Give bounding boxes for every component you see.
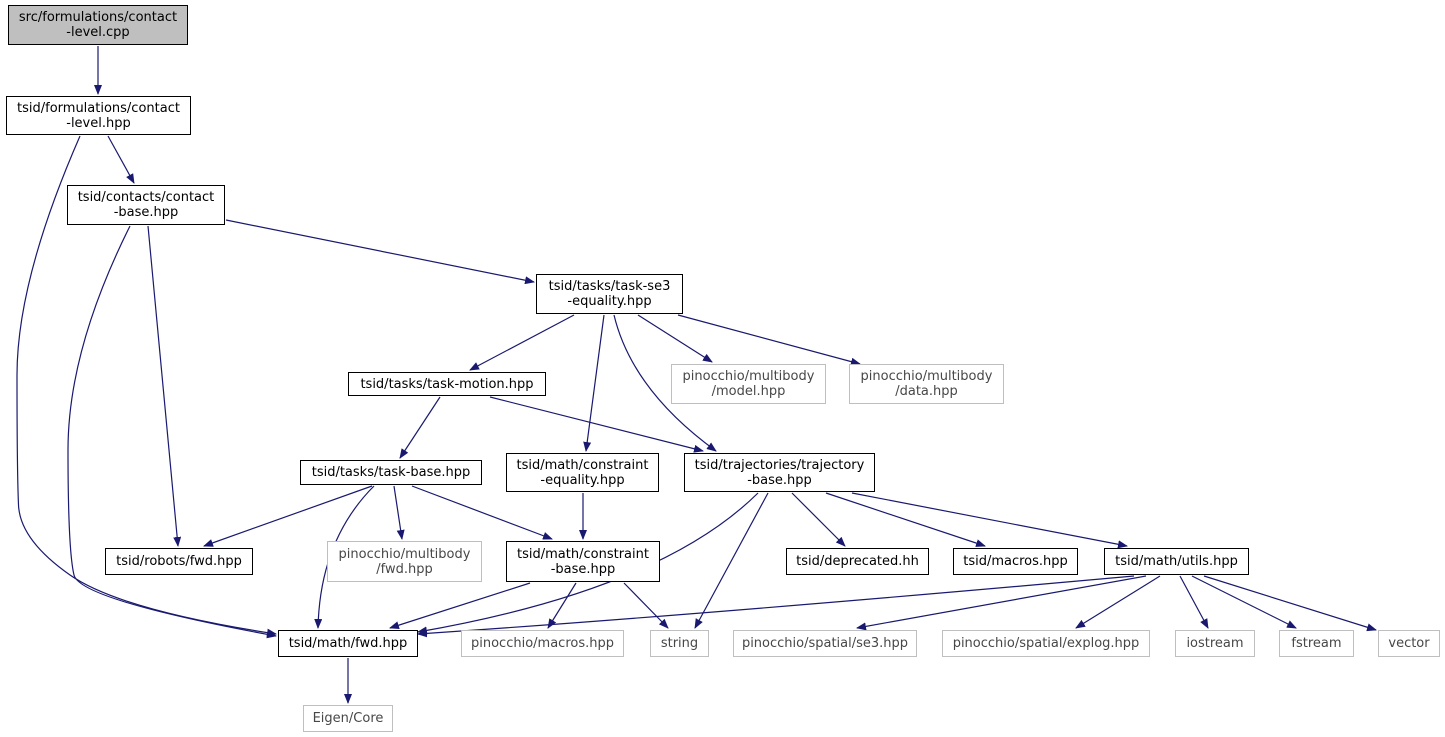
node-label-line: string [660,636,699,651]
node-explog: pinocchio/spatial/explog.hpp [942,630,1150,657]
node-utils[interactable]: tsid/math/utils.hpp [1104,548,1249,575]
node-label-line: -base.hpp [113,205,179,220]
node-label-line: tsid/deprecated.hh [796,554,919,569]
edge-contact_level_hpp-to-math_fwd [16,135,277,637]
node-macros[interactable]: tsid/macros.hpp [953,548,1078,575]
edge-task_se3-to-constraint_eq [583,314,605,452]
edge-task_se3-to-pin_data [677,314,861,366]
node-label-line: tsid/tasks/task-base.hpp [311,465,471,480]
edge-contact_base-to-robots_fwd [147,225,182,547]
node-label-line: vector [1388,636,1430,651]
node-label-line: -equality.hpp [540,472,625,488]
edge-task_motion-to-traj_base [489,396,704,453]
node-label-line: tsid/math/utils.hpp [1115,554,1238,569]
node-label-line: tsid/formulations/contact [17,100,180,116]
node-label-line: -base.hpp [747,472,812,488]
edge-task_motion-to-task_base [399,396,441,459]
edge-task_base-to-robots_fwd [203,485,373,547]
node-pin-macros: pinocchio/macros.hpp [461,630,624,657]
edge-task_base-to-pin_fwd [393,485,405,540]
node-task-motion[interactable]: tsid/tasks/task-motion.hpp [348,372,546,396]
node-constraint-base[interactable]: tsid/math/constraint-base.hpp [506,541,660,582]
node-label-line: tsid/tasks/task-motion.hpp [360,376,534,392]
edge-constraint_base-to-pin_macros [547,582,577,629]
node-task-se3[interactable]: tsid/tasks/task-se3-equality.hpp [536,274,683,314]
node-fstream: fstream [1279,630,1354,657]
node-vector: vector [1378,630,1440,657]
edge-traj_base-to-macros [825,492,986,547]
node-label-line: pinocchio/multibody [682,369,815,384]
node-label-line: /model.hpp [711,384,786,399]
node-pin-fwd: pinocchio/multibody/fwd.hpp [327,541,482,582]
edge-utils-to-explog [1075,575,1161,629]
node-label-line: -base.hpp [550,561,616,577]
edge-task_se3-to-pin_model [637,314,713,363]
edge-utils-to-vector [1203,575,1377,632]
edge-contact_base-to-math_fwd [67,225,277,639]
node-se3: pinocchio/spatial/se3.hpp [733,630,917,657]
node-label-line: tsid/macros.hpp [963,554,1068,569]
node-label-line: tsid/contacts/contact [77,190,215,205]
node-label-line: -equality.hpp [567,294,652,309]
edge-contact_base-to-task_se3 [225,219,535,285]
node-string: string [650,630,709,657]
node-label-line: tsid/math/constraint [517,546,649,562]
node-eigen: Eigen/Core [303,705,393,732]
edge-task_base-to-constraint_base [411,485,553,540]
edge-traj_base-to-string [694,492,769,629]
edge-utils-to-iostream [1179,575,1209,629]
node-deprecated[interactable]: tsid/deprecated.hh [786,548,929,575]
node-label-line: iostream [1186,636,1244,651]
node-math-fwd[interactable]: tsid/math/fwd.hpp [278,630,418,657]
node-label-line: /fwd.hpp [376,561,433,577]
edge-utils-to-math_fwd [417,575,1135,638]
node-label-line: pinocchio/macros.hpp [471,636,614,651]
node-label-line: pinocchio/spatial/se3.hpp [741,636,909,651]
node-label-line: tsid/tasks/task-se3 [548,279,671,294]
node-label-line: tsid/math/fwd.hpp [288,636,408,651]
node-pin-model: pinocchio/multibody/model.hpp [671,364,826,404]
edge-contact_level_hpp-to-contact_base [107,135,135,184]
edge-task_se3-to-traj_base [613,314,717,452]
edge-utils-to-fstream [1191,575,1297,629]
node-label-line: Eigen/Core [312,711,384,726]
node-task-base[interactable]: tsid/tasks/task-base.hpp [300,460,482,485]
node-contact-level-hpp[interactable]: tsid/formulations/contact-level.hpp [6,96,191,135]
node-label-line: pinocchio/multibody [860,369,993,384]
node-label-line: -level.hpp [66,115,131,131]
node-robots-fwd[interactable]: tsid/robots/fwd.hpp [105,548,253,575]
edge-constraint_base-to-math_fwd [389,582,531,630]
node-constraint-eq[interactable]: tsid/math/constraint-equality.hpp [506,453,659,492]
edge-traj_base-to-deprecated [791,492,846,547]
node-label-line: src/formulations/contact [18,10,178,25]
node-iostream: iostream [1175,630,1255,657]
node-label-line: tsid/math/constraint [516,457,649,473]
node-label-line: pinocchio/spatial/explog.hpp [952,636,1140,651]
node-label-line: -level.cpp [66,25,130,40]
node-label-line: pinocchio/multibody [338,546,471,562]
edge-utils-to-se3 [856,575,1147,631]
node-label-line: fstream [1291,636,1342,651]
node-label-line: /data.hpp [895,384,958,399]
node-root[interactable]: src/formulations/contact-level.cpp [8,5,188,45]
node-label-line: tsid/trajectories/trajectory [694,457,865,473]
node-traj-base[interactable]: tsid/trajectories/trajectory-base.hpp [684,453,875,492]
edge-traj_base-to-utils [851,492,1128,549]
node-pin-data: pinocchio/multibody/data.hpp [849,364,1004,404]
edge-task_se3-to-task_motion [469,314,575,371]
node-contact-base[interactable]: tsid/contacts/contact-base.hpp [67,185,225,225]
node-label-line: tsid/robots/fwd.hpp [116,554,242,569]
edge-constraint_base-to-string [623,582,669,629]
